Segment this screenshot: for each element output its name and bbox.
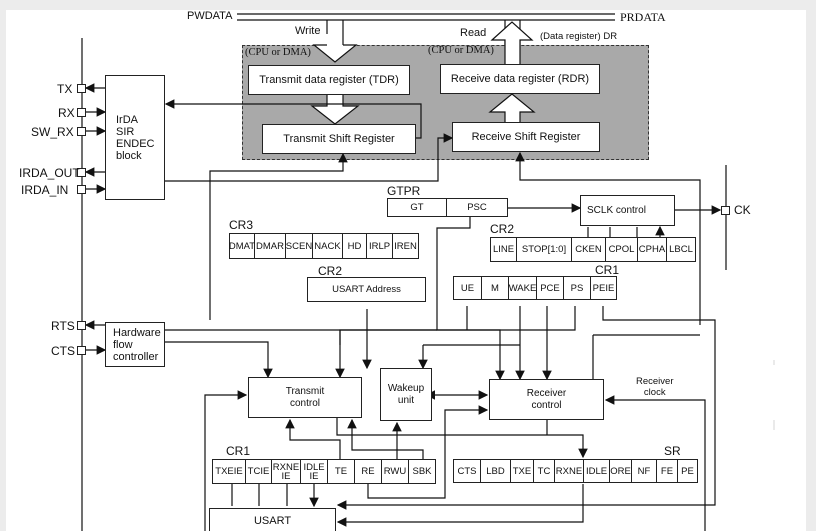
gtpr-label: GTPR [387, 184, 421, 198]
cr1-bottom-register: TXEIE TCIE RXNE IE IDLE IE TE RE RWU SBK [212, 459, 436, 484]
ck-label: CK [734, 203, 751, 217]
rts-pin [77, 321, 86, 330]
cr3-label: CR3 [229, 218, 254, 232]
read-label: Read [460, 27, 487, 39]
transmit-shift-register: Transmit Shift Register [262, 124, 416, 154]
sr-label: SR [664, 444, 681, 458]
write-line [326, 20, 344, 45]
gtpr-field-gt: GT [388, 199, 447, 216]
cr1-field-re: RE [355, 460, 382, 483]
irda-out-label: IRDA_OUT [19, 166, 80, 180]
sr-field-idle: IDLE [584, 460, 610, 482]
sr-field-rxne: RXNE [555, 460, 584, 482]
write-arrow [312, 44, 358, 63]
prdata-label: PRDATA [620, 10, 666, 24]
cpu-dma-rx-label: (CPU or DMA) [428, 45, 494, 56]
receiver-control: Receiver control [489, 379, 604, 420]
cr1-field-peie: PEIE [592, 282, 615, 294]
sr-field-fe: FE [657, 460, 678, 482]
sr-field-txe: TXE [511, 460, 534, 482]
tdr-tsr-arrow [310, 95, 360, 125]
cr3-field-irlp: IRLP [367, 234, 393, 258]
gtpr-field-psc: PSC [467, 202, 487, 213]
usart-address-box: USART Address [307, 277, 426, 302]
irda-in-label: IRDA_IN [21, 183, 69, 197]
cr1-field-rxneie: RXNE IE [272, 460, 301, 483]
cts-label: CTS [51, 344, 75, 358]
tx-label: TX [57, 82, 73, 96]
cr3-field-dmar: DMAR [255, 234, 286, 258]
cr2-field-cpha: CPHA [638, 238, 667, 261]
cr2-field-stop: STOP[1:0] [517, 238, 572, 261]
cr3-field-scen: SCEN [286, 234, 313, 258]
cr1-top-label: CR1 [595, 263, 620, 277]
cr2-field-cken: CKEN [572, 238, 606, 261]
sr-field-cts: CTS [454, 460, 481, 482]
transmit-data-register: Transmit data register (TDR) [248, 65, 410, 95]
cr3-register: DMAT DMAR SCEN NACK HD IRLP IREN [229, 233, 419, 259]
cr3-field-hd: HD [343, 234, 367, 258]
sr-field-ore: ORE [610, 460, 632, 482]
sr-field-tc: TC [534, 460, 555, 482]
cr3-field-dmat: DMAT [229, 234, 255, 258]
ck-pin [721, 206, 730, 215]
receive-data-register: Receive data register (RDR) [440, 64, 600, 94]
wakeup-unit: Wakeup unit [380, 368, 432, 421]
sr-field-pe: PE [681, 465, 694, 477]
cr1-field-te: TE [328, 460, 355, 483]
cr2-field-cpol: CPOL [606, 238, 638, 261]
read-arrow [490, 21, 534, 66]
rx-label: RX [58, 106, 75, 120]
cr1-field-idleie: IDLE IE [301, 460, 328, 483]
rsr-rdr-arrow [488, 93, 536, 122]
cr2-register: LINE STOP[1:0] CKEN CPOL CPHA LBCL [490, 237, 696, 262]
cr1-field-sbk: SBK [412, 466, 432, 477]
cr1-field-txeie: TXEIE [213, 460, 246, 483]
sr-field-nf: NF [632, 460, 657, 482]
gtpr-register: GT PSC [387, 198, 508, 217]
sr-field-lbd: LBD [481, 460, 511, 482]
cr1-field-pce: PCE [537, 277, 564, 299]
cr1-bottom-label: CR1 [226, 444, 251, 458]
cr2-field-line: LINE [491, 238, 517, 261]
usart-interrupt-control: USART [209, 508, 336, 531]
sr-register: CTS LBD TXE TC RXNE IDLE ORE NF FE PE [453, 459, 698, 483]
irda-out-pin [77, 168, 86, 177]
sw-rx-label: SW_RX [31, 125, 74, 139]
write-label: Write [295, 25, 321, 37]
hardware-flow-controller: Hardware flow controller [105, 322, 165, 367]
pwdata-line [237, 13, 615, 21]
irda-in-pin [77, 185, 86, 194]
sw-rx-pin [77, 127, 86, 136]
cr1-field-ps: PS [564, 277, 591, 299]
cr1-field-m: M [482, 277, 509, 299]
sclk-control: SCLK control [580, 195, 675, 226]
cr2-field-lbcl: LBCL [669, 244, 693, 255]
cpu-dma-tx-label: (CPU or DMA) [245, 47, 311, 58]
receive-shift-register: Receive Shift Register [452, 122, 600, 152]
cr1-field-ue: UE [454, 277, 482, 299]
cts-pin [77, 346, 86, 355]
irda-sir-endec-block: IrDA SIR ENDEC block [105, 75, 165, 200]
tx-pin [77, 84, 86, 93]
cr1-top-register: UE M WAKE PCE PS PEIE [453, 276, 617, 300]
cr2-label: CR2 [490, 222, 515, 236]
data-register-label: (Data register) DR [540, 31, 618, 42]
rx-pin [77, 108, 86, 117]
transmit-control: Transmit control [248, 377, 362, 418]
cr2-address-label: CR2 [318, 264, 343, 278]
cr1-field-rwu: RWU [382, 460, 409, 483]
pwdata-label: PWDATA [187, 10, 233, 22]
cr3-field-iren: IREN [394, 240, 417, 252]
cr3-field-nack: NACK [313, 234, 343, 258]
rts-label: RTS [51, 319, 75, 333]
cr1-field-wake: WAKE [509, 277, 537, 299]
cr1-field-tcie: TCIE [246, 460, 272, 483]
receiver-clock-label: Receiver clock [636, 376, 674, 398]
